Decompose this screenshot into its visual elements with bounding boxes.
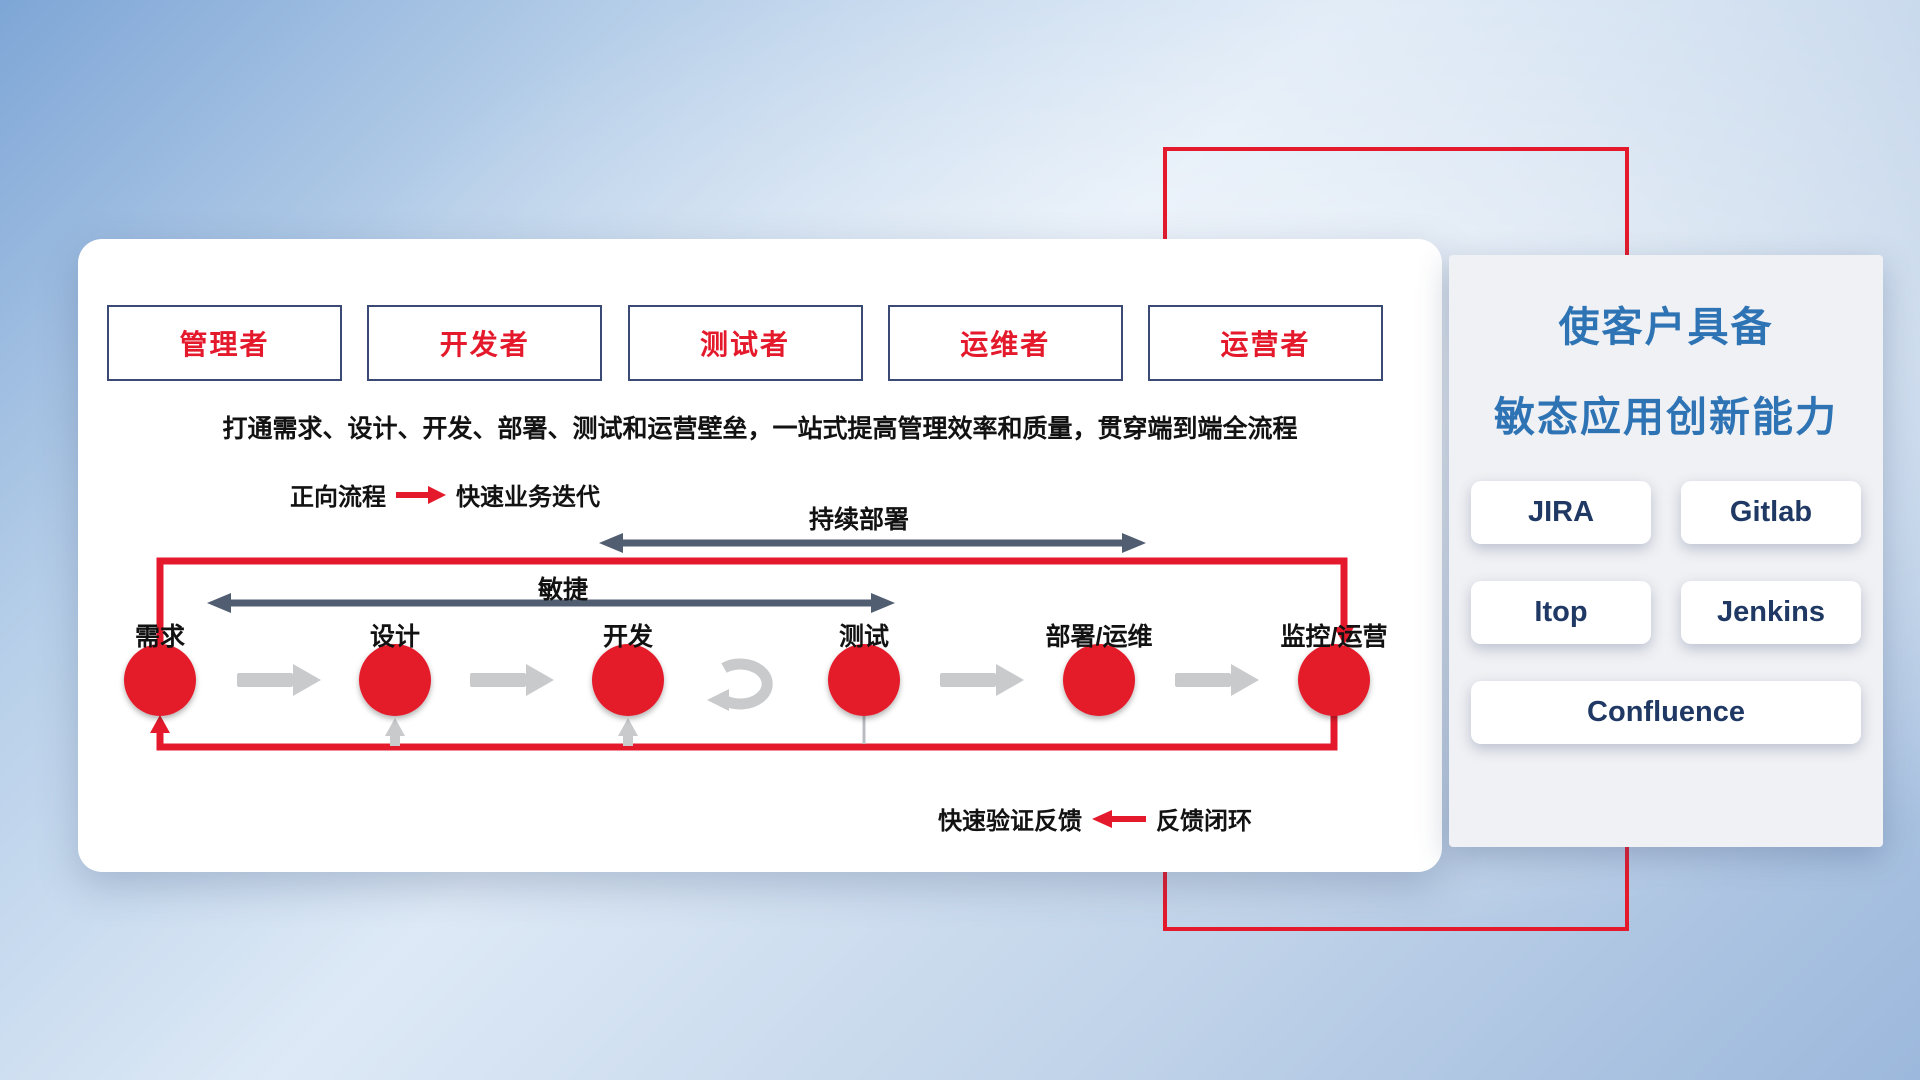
stage-node-monitor-op [1298, 644, 1370, 716]
forward-loop-line [156, 557, 1348, 651]
role-box-manager: 管理者 [107, 305, 342, 381]
continuous-deployment-label: 持续部署 [808, 506, 909, 534]
agile-arrow [207, 593, 895, 613]
agile-label: 敏捷 [537, 576, 588, 604]
capability-panel: 使客户具备 敏态应用创新能力 JIRA Gitlab Itop Jenkins … [1449, 255, 1883, 847]
flow-arrow-3 [940, 664, 1024, 696]
forward-legend: 正向流程 快速业务迭代 [290, 477, 600, 512]
stage-label-dev: 开发 [602, 623, 653, 651]
tool-jenkins: Jenkins [1681, 581, 1861, 644]
feedback-legend-label: 快速验证反馈 [938, 808, 1082, 835]
devops-flow-card: 管理者 开发者 测试者 运维者 运营者 打通需求、设计、开发、部署、测试和运营壁… [78, 239, 1442, 872]
stage-label-design: 设计 [369, 623, 420, 651]
role-box-ops: 运维者 [887, 305, 1123, 381]
forward-loop-arrowhead [1334, 627, 1354, 645]
stage-label-test: 测试 [838, 623, 889, 651]
stage-node-dev [592, 644, 664, 716]
card-subtitle: 打通需求、设计、开发、部署、测试和运营壁垒，一站式提高管理效率和质量，贯穿端到端… [222, 415, 1298, 443]
feedback-up-arrow-design [385, 718, 405, 746]
role-box-tester: 测试者 [627, 305, 863, 381]
iteration-loop-icon [707, 658, 773, 711]
role-box-operator: 运营者 [1148, 305, 1383, 381]
feedback-legend-value: 反馈闭环 [1156, 808, 1252, 835]
feedback-loop-arrowhead [150, 715, 170, 733]
forward-legend-value: 快速业务迭代 [456, 484, 600, 511]
feedback-legend: 快速验证反馈 反馈闭环 [938, 801, 1252, 836]
feedback-loop-line [156, 709, 1338, 751]
role-label: 开发者 [439, 329, 530, 360]
stage-node-test [828, 644, 900, 716]
stage-label-requirements: 需求 [134, 623, 185, 651]
right-arrow-icon [396, 485, 446, 504]
feedback-up-arrow-dev [618, 718, 638, 746]
tool-jira: JIRA [1471, 481, 1651, 544]
role-label: 测试者 [699, 329, 790, 360]
role-label: 运营者 [1220, 329, 1311, 360]
tool-grid: JIRA Gitlab Itop Jenkins Confluence [1471, 481, 1861, 744]
flow-arrow-2 [470, 664, 554, 696]
tool-gitlab: Gitlab [1681, 481, 1861, 544]
panel-title-line2: 敏态应用创新能力 [1494, 394, 1838, 440]
tool-itop: Itop [1471, 581, 1651, 644]
flow-arrow-4 [1175, 664, 1259, 696]
tool-confluence: Confluence [1471, 681, 1861, 744]
stage-label-monitor-op: 监控/运营 [1280, 623, 1388, 651]
continuous-deployment-arrow [599, 533, 1146, 553]
stage-node-requirements [124, 644, 196, 716]
flow-arrow-1 [237, 664, 321, 696]
role-box-developer: 开发者 [367, 305, 603, 381]
panel-title-line1: 使客户具备 [1558, 304, 1774, 350]
stage-label-deploy-ops: 部署/运维 [1045, 623, 1153, 651]
flow-diagram [124, 533, 1370, 751]
role-label: 管理者 [179, 329, 270, 360]
stage-node-design [359, 644, 431, 716]
forward-legend-label: 正向流程 [290, 484, 386, 511]
roles-row: 管理者 开发者 测试者 运维者 运营者 [107, 305, 1383, 381]
left-arrow-icon [1092, 809, 1146, 828]
stage-node-deploy-ops [1063, 644, 1135, 716]
role-label: 运维者 [960, 329, 1051, 360]
